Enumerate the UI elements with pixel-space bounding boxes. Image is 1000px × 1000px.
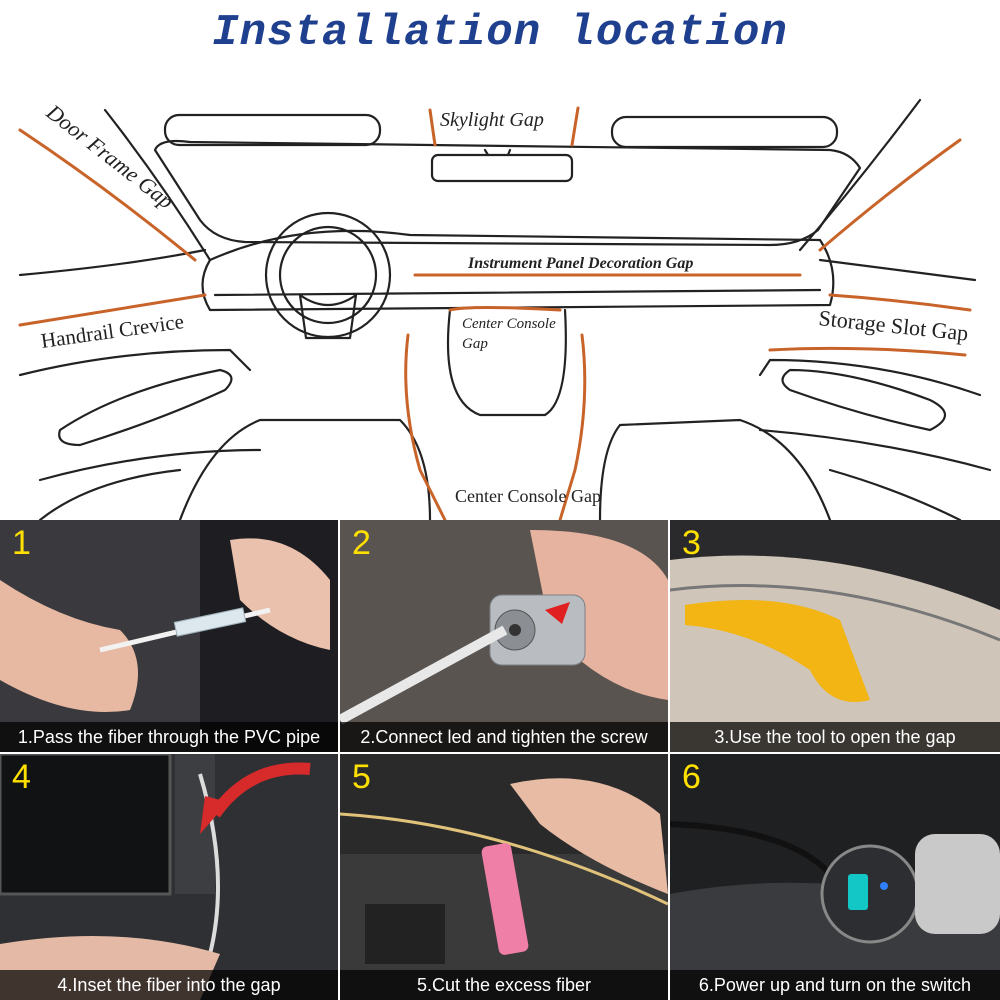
photo-step-3 — [670, 520, 1000, 752]
step-number-6: 6 — [682, 758, 701, 796]
label-instrument-panel-gap: Instrument Panel Decoration Gap — [467, 255, 693, 272]
step-caption-2: 2.Connect led and tighten the screw — [340, 722, 668, 752]
label-handrail-crevice: Handrail Crevice — [39, 309, 185, 353]
step-number-2: 2 — [352, 524, 371, 562]
step-caption-3: 3.Use the tool to open the gap — [670, 722, 1000, 752]
photo-step-2 — [340, 520, 668, 752]
step-caption-4: 4.Inset the fiber into the gap — [0, 970, 338, 1000]
step-panel-3: 3 3.Use the tool to open the gap — [670, 520, 1000, 752]
page-title: Installation location — [212, 8, 788, 58]
step-panel-2: 2 2.Connect led and tighten the screw — [340, 520, 668, 752]
step-number-3: 3 — [682, 524, 701, 562]
steps-grid: 1 1.Pass the fiber through the PVC pipe … — [0, 520, 1000, 1000]
step-number-1: 1 — [12, 524, 31, 562]
photo-step-1 — [0, 520, 338, 752]
step-panel-5: 5 5.Cut the excess fiber — [340, 754, 668, 1000]
label-center-console-2: Gap — [462, 336, 488, 352]
step-panel-1: 1 1.Pass the fiber through the PVC pipe — [0, 520, 338, 752]
step-caption-1: 1.Pass the fiber through the PVC pipe — [0, 722, 338, 752]
step-panel-6: 6 6.Power up and turn on the switch — [670, 754, 1000, 1000]
label-skylight-gap: Skylight Gap — [440, 109, 544, 131]
photo-step-4 — [0, 754, 338, 1000]
step-caption-5: 5.Cut the excess fiber — [340, 970, 668, 1000]
label-storage-slot-gap: Storage Slot Gap — [817, 305, 969, 346]
step-caption-6: 6.Power up and turn on the switch — [670, 970, 1000, 1000]
label-center-console-1: Center Console — [462, 316, 556, 332]
photo-step-6 — [670, 754, 1000, 1000]
photo-step-5 — [340, 754, 668, 1000]
step-panel-4: 4 4.Inset the fiber into the gap — [0, 754, 338, 1000]
car-interior-diagram: Skylight Gap Door Frame Gap Instrument P… — [18, 99, 992, 520]
step-number-5: 5 — [352, 758, 371, 796]
step-number-4: 4 — [12, 758, 31, 796]
label-center-console-gap: Center Console Gap — [455, 486, 601, 506]
